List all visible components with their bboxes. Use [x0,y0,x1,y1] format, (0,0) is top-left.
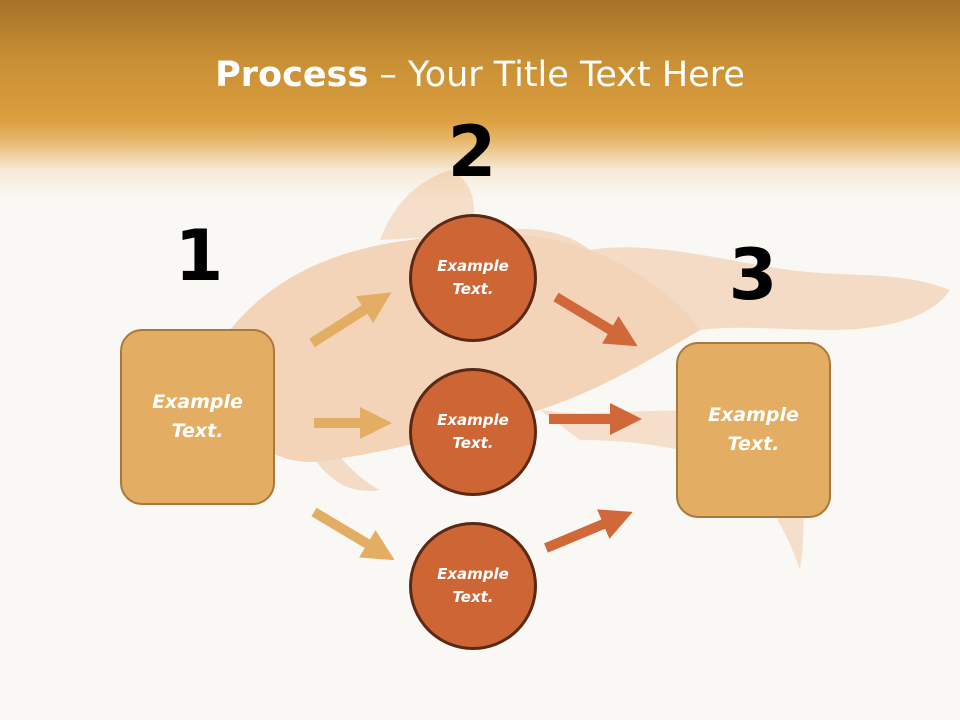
process-circle-middle: Example Text. [409,368,537,496]
circle-top-text: Example Text. [437,257,509,298]
arrow-from-bottom-circle [544,509,633,553]
arrow-to-bottom-circle [311,507,395,561]
arrow-from-top-circle [553,292,638,347]
title-bold: Process [215,55,369,95]
step-number-3: 3 [728,234,778,316]
title-rest: – Your Title Text Here [368,55,745,95]
right-process-box: Example Text. [676,342,831,518]
left-process-box: Example Text. [120,329,275,505]
right-box-text: Example Text. [708,404,799,455]
slide-title: Process – Your Title Text Here [0,52,960,98]
step-number-2: 2 [447,111,497,193]
process-circle-bottom: Example Text. [409,522,537,650]
circle-bottom-text: Example Text. [437,565,509,606]
left-box-text: Example Text. [152,391,243,442]
process-circle-top: Example Text. [409,214,537,342]
header-band [0,0,960,200]
arrow-to-top-circle [309,292,392,348]
step-number-1: 1 [174,215,224,297]
circle-middle-text: Example Text. [437,411,509,452]
